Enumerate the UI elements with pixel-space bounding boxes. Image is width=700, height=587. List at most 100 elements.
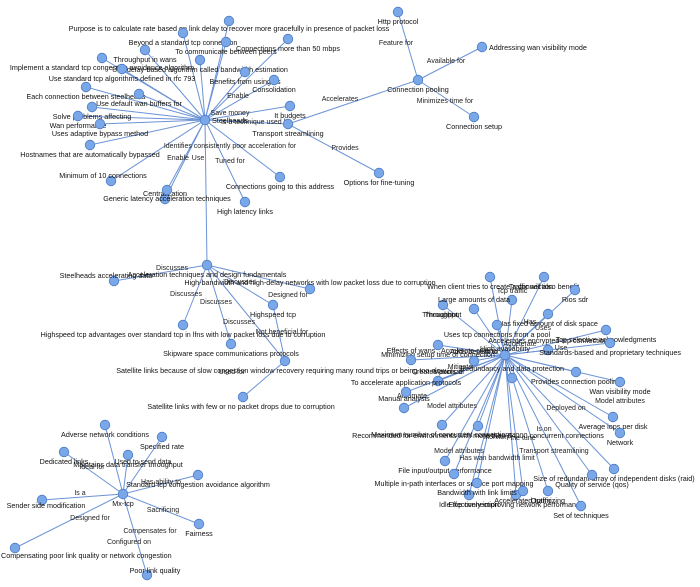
node-c50[interactable]: Connections more than 50 mbps bbox=[236, 33, 340, 53]
node-circle[interactable] bbox=[80, 81, 92, 93]
node-solve[interactable]: Solve problems affecting bbox=[53, 101, 132, 121]
node-circle[interactable] bbox=[223, 15, 235, 27]
node-circle[interactable] bbox=[220, 36, 232, 48]
node-circle[interactable] bbox=[468, 303, 480, 315]
node-circle[interactable] bbox=[284, 100, 296, 112]
node-circle[interactable] bbox=[468, 355, 480, 367]
node-cpool[interactable]: Connection pooling bbox=[387, 74, 449, 94]
node-circle[interactable] bbox=[436, 419, 448, 431]
node-generic[interactable]: Generic latency acceleration techniques bbox=[103, 184, 231, 203]
node-wanbuf[interactable]: Use default wan buffers for bbox=[96, 88, 182, 108]
node-sendside[interactable]: Sender side modification bbox=[7, 494, 86, 510]
node-http[interactable]: Http protocol bbox=[378, 6, 419, 26]
node-raid[interactable]: Size of redundant array of independent d… bbox=[533, 463, 695, 483]
node-circle[interactable] bbox=[156, 431, 168, 443]
node-network[interactable]: Network bbox=[607, 427, 634, 447]
node-circle[interactable] bbox=[542, 485, 554, 497]
node-circle[interactable] bbox=[122, 449, 134, 461]
node-mipath[interactable]: Multiple in-path interfaces or service p… bbox=[375, 468, 534, 488]
node-avgiops[interactable]: Average iops per disk bbox=[579, 411, 648, 431]
node-circle[interactable] bbox=[304, 283, 316, 295]
node-circle[interactable] bbox=[139, 44, 151, 56]
node-circle[interactable] bbox=[439, 455, 451, 467]
node-purpose[interactable]: Purpose is to calculate rate based on li… bbox=[69, 15, 390, 33]
node-maxcc[interactable]: Maximum number of concurrent connections bbox=[371, 419, 513, 439]
node-thrwan[interactable]: Throughput in wans bbox=[113, 44, 177, 64]
node-trafben[interactable]: Traffic will also benefit bbox=[509, 271, 579, 291]
node-stdtcp[interactable]: Use standard tcp algorithms defined in r… bbox=[49, 63, 196, 83]
node-csetup[interactable]: Connection setup bbox=[446, 111, 502, 131]
node-circle[interactable] bbox=[575, 500, 587, 512]
node-acctraf[interactable]: Accelerated traffic bbox=[494, 485, 552, 505]
node-impl[interactable]: Implement a standard tcp congestion avoi… bbox=[10, 52, 194, 72]
node-adbyp[interactable]: Uses adaptive bypass method bbox=[52, 118, 148, 138]
node-circle[interactable] bbox=[373, 167, 385, 179]
node-circle[interactable] bbox=[392, 6, 404, 18]
node-rios[interactable]: Rios sdr bbox=[562, 284, 589, 304]
node-circle[interactable] bbox=[538, 271, 550, 283]
node-hilat[interactable]: High latency links bbox=[217, 196, 273, 216]
node-circle[interactable] bbox=[491, 319, 503, 331]
node-steelheads[interactable]: Steelheads bbox=[199, 114, 248, 126]
node-largeamt[interactable]: Large amounts of data bbox=[438, 295, 510, 315]
node-hstcpadv[interactable]: Highspeed tcp advantages over standard t… bbox=[41, 319, 326, 339]
node-toaccapp[interactable]: To accelerate application protocols bbox=[351, 378, 462, 398]
node-redund[interactable]: Redundancy and data protection bbox=[460, 364, 564, 384]
node-ftune[interactable]: Options for fine-tuning bbox=[344, 167, 415, 187]
node-satslow[interactable]: Satellite links because of slow congesti… bbox=[116, 355, 447, 375]
node-poorlq[interactable]: Poor link quality bbox=[130, 566, 181, 581]
node-eachconn[interactable]: Each connection between steelheads bbox=[26, 81, 146, 101]
node-beyond[interactable]: Beyond a standard tcp connection bbox=[129, 27, 238, 47]
node-circle[interactable] bbox=[116, 63, 128, 75]
node-circle[interactable] bbox=[607, 411, 619, 423]
node-circle[interactable] bbox=[600, 324, 612, 336]
node-idle[interactable]: Idle tcp connection bbox=[439, 489, 499, 509]
node-whencli[interactable]: When client tries to create a connection bbox=[427, 271, 553, 291]
node-dedup[interactable]: Optimizing bbox=[531, 485, 565, 505]
node-advnet[interactable]: Adverse network conditions bbox=[61, 419, 149, 439]
node-hasfixed[interactable]: Has fixed amount of disk space bbox=[498, 308, 598, 328]
node-skip[interactable]: Skipware space communications protocols bbox=[163, 338, 299, 358]
node-env64[interactable]: Recommended for environments with more t… bbox=[352, 420, 604, 440]
node-settech[interactable]: Set of techniques bbox=[553, 500, 609, 520]
node-qos[interactable]: Quality of service (qos) bbox=[555, 469, 629, 489]
node-adds[interactable]: Adds benefit to bbox=[450, 347, 498, 367]
node-hbhd[interactable]: High-bandwidth and high-delay networks w… bbox=[184, 278, 436, 295]
node-circle[interactable] bbox=[108, 275, 120, 287]
node-circle[interactable] bbox=[542, 308, 554, 320]
node-minset[interactable]: Minimizing setup time of connection bbox=[381, 339, 495, 359]
node-circle[interactable] bbox=[412, 74, 424, 86]
node-going[interactable]: Connections going to this address bbox=[226, 171, 335, 191]
node-circle[interactable] bbox=[400, 386, 412, 398]
node-circle[interactable] bbox=[398, 402, 410, 414]
node-hstcp[interactable]: Highspeed tcp bbox=[250, 299, 296, 319]
node-circle[interactable] bbox=[484, 271, 496, 283]
node-circle[interactable] bbox=[570, 366, 582, 378]
node-circle[interactable] bbox=[36, 494, 48, 506]
node-circle[interactable] bbox=[604, 337, 616, 349]
node-tocomm[interactable]: To communicate between peers bbox=[175, 36, 277, 56]
node-circle[interactable] bbox=[274, 171, 286, 183]
node-wanperf[interactable]: Wan performance bbox=[50, 110, 107, 130]
node-accel[interactable]: Acceleration techniques and design funda… bbox=[128, 259, 287, 279]
node-circle[interactable] bbox=[468, 111, 480, 123]
node-circle[interactable] bbox=[569, 284, 581, 296]
node-circle[interactable] bbox=[472, 420, 484, 432]
node-fileio[interactable]: File input/output performance bbox=[398, 455, 492, 475]
node-circle[interactable] bbox=[141, 569, 153, 581]
node-awv[interactable]: Addressing wan visibility mode bbox=[476, 41, 587, 53]
node-circle[interactable] bbox=[199, 114, 211, 126]
node-circle[interactable] bbox=[86, 101, 98, 113]
node-circle[interactable] bbox=[267, 299, 279, 311]
node-circle[interactable] bbox=[499, 349, 511, 361]
node-circle[interactable] bbox=[9, 542, 21, 554]
node-circle[interactable] bbox=[192, 469, 204, 481]
node-effwans[interactable]: Effects of wans bbox=[387, 346, 436, 366]
node-circle[interactable] bbox=[96, 52, 108, 64]
node-circle[interactable] bbox=[177, 319, 189, 331]
node-circle[interactable] bbox=[608, 463, 620, 475]
node-circle[interactable] bbox=[471, 477, 483, 489]
node-circle[interactable] bbox=[476, 41, 488, 53]
node-circle[interactable] bbox=[239, 196, 251, 208]
node-min10[interactable]: Minimum of 10 connections bbox=[59, 171, 147, 187]
